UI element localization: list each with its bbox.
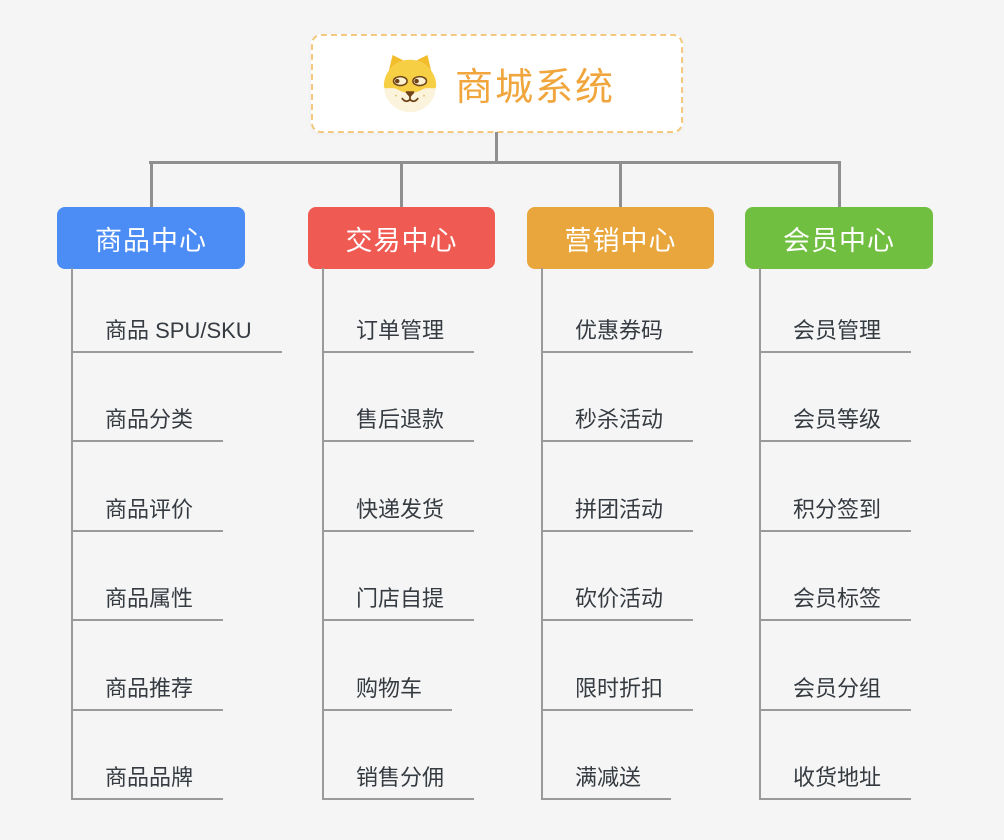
- child-node[interactable]: 砍价活动: [542, 585, 694, 621]
- child-node[interactable]: 会员标签: [760, 585, 912, 621]
- connector-branch-trunk: [322, 268, 324, 800]
- connector-branch-drop: [400, 161, 403, 209]
- child-node[interactable]: 积分签到: [760, 496, 912, 532]
- child-node[interactable]: 收货地址: [760, 764, 912, 800]
- connector-branch-drop: [150, 161, 153, 209]
- child-node[interactable]: 商品推荐: [72, 675, 224, 711]
- child-node[interactable]: 商品评价: [72, 496, 224, 532]
- child-node[interactable]: 会员管理: [760, 317, 912, 353]
- child-node[interactable]: 满减送: [542, 764, 672, 800]
- branch-label: 交易中心: [345, 225, 458, 256]
- child-node[interactable]: 商品属性: [72, 585, 224, 621]
- child-node[interactable]: 门店自提: [323, 585, 475, 621]
- connector-branch-drop: [838, 161, 841, 209]
- connector-branch-drop: [619, 161, 622, 209]
- child-node[interactable]: 会员分组: [760, 675, 912, 711]
- branch-node-3[interactable]: 会员中心: [745, 207, 933, 269]
- connector-branch-trunk: [71, 268, 73, 800]
- branch-label: 商品中心: [95, 225, 207, 256]
- child-node[interactable]: 优惠券码: [542, 317, 694, 353]
- child-node[interactable]: 商品分类: [72, 406, 224, 442]
- branch-label: 会员中心: [783, 225, 895, 256]
- child-node[interactable]: 快递发货: [323, 496, 475, 532]
- connector-branch-trunk: [541, 268, 543, 800]
- child-node[interactable]: 拼团活动: [542, 496, 694, 532]
- child-node[interactable]: 订单管理: [323, 317, 475, 353]
- root-title: 商城系统: [454, 67, 615, 109]
- child-node[interactable]: 商品 SPU/SKU: [72, 317, 282, 353]
- branch-label: 营销中心: [564, 225, 677, 256]
- branch-node-2[interactable]: 营销中心: [527, 207, 714, 269]
- child-node[interactable]: 售后退款: [323, 406, 475, 442]
- branch-node-0[interactable]: 商品中心: [57, 207, 245, 269]
- child-node[interactable]: 购物车: [323, 675, 453, 711]
- branch-node-1[interactable]: 交易中心: [308, 207, 495, 269]
- child-node[interactable]: 限时折扣: [542, 675, 694, 711]
- child-node[interactable]: 秒杀活动: [542, 406, 694, 442]
- root-node[interactable]: 商城系统: [311, 34, 683, 133]
- child-node[interactable]: 销售分佣: [323, 764, 475, 800]
- connector-branch-trunk: [759, 268, 761, 800]
- child-node[interactable]: 商品品牌: [72, 764, 224, 800]
- connector-root-stub: [495, 132, 498, 164]
- child-node[interactable]: 会员等级: [760, 406, 912, 442]
- connector-bus: [149, 161, 841, 164]
- shiba-dog-icon: [383, 54, 437, 112]
